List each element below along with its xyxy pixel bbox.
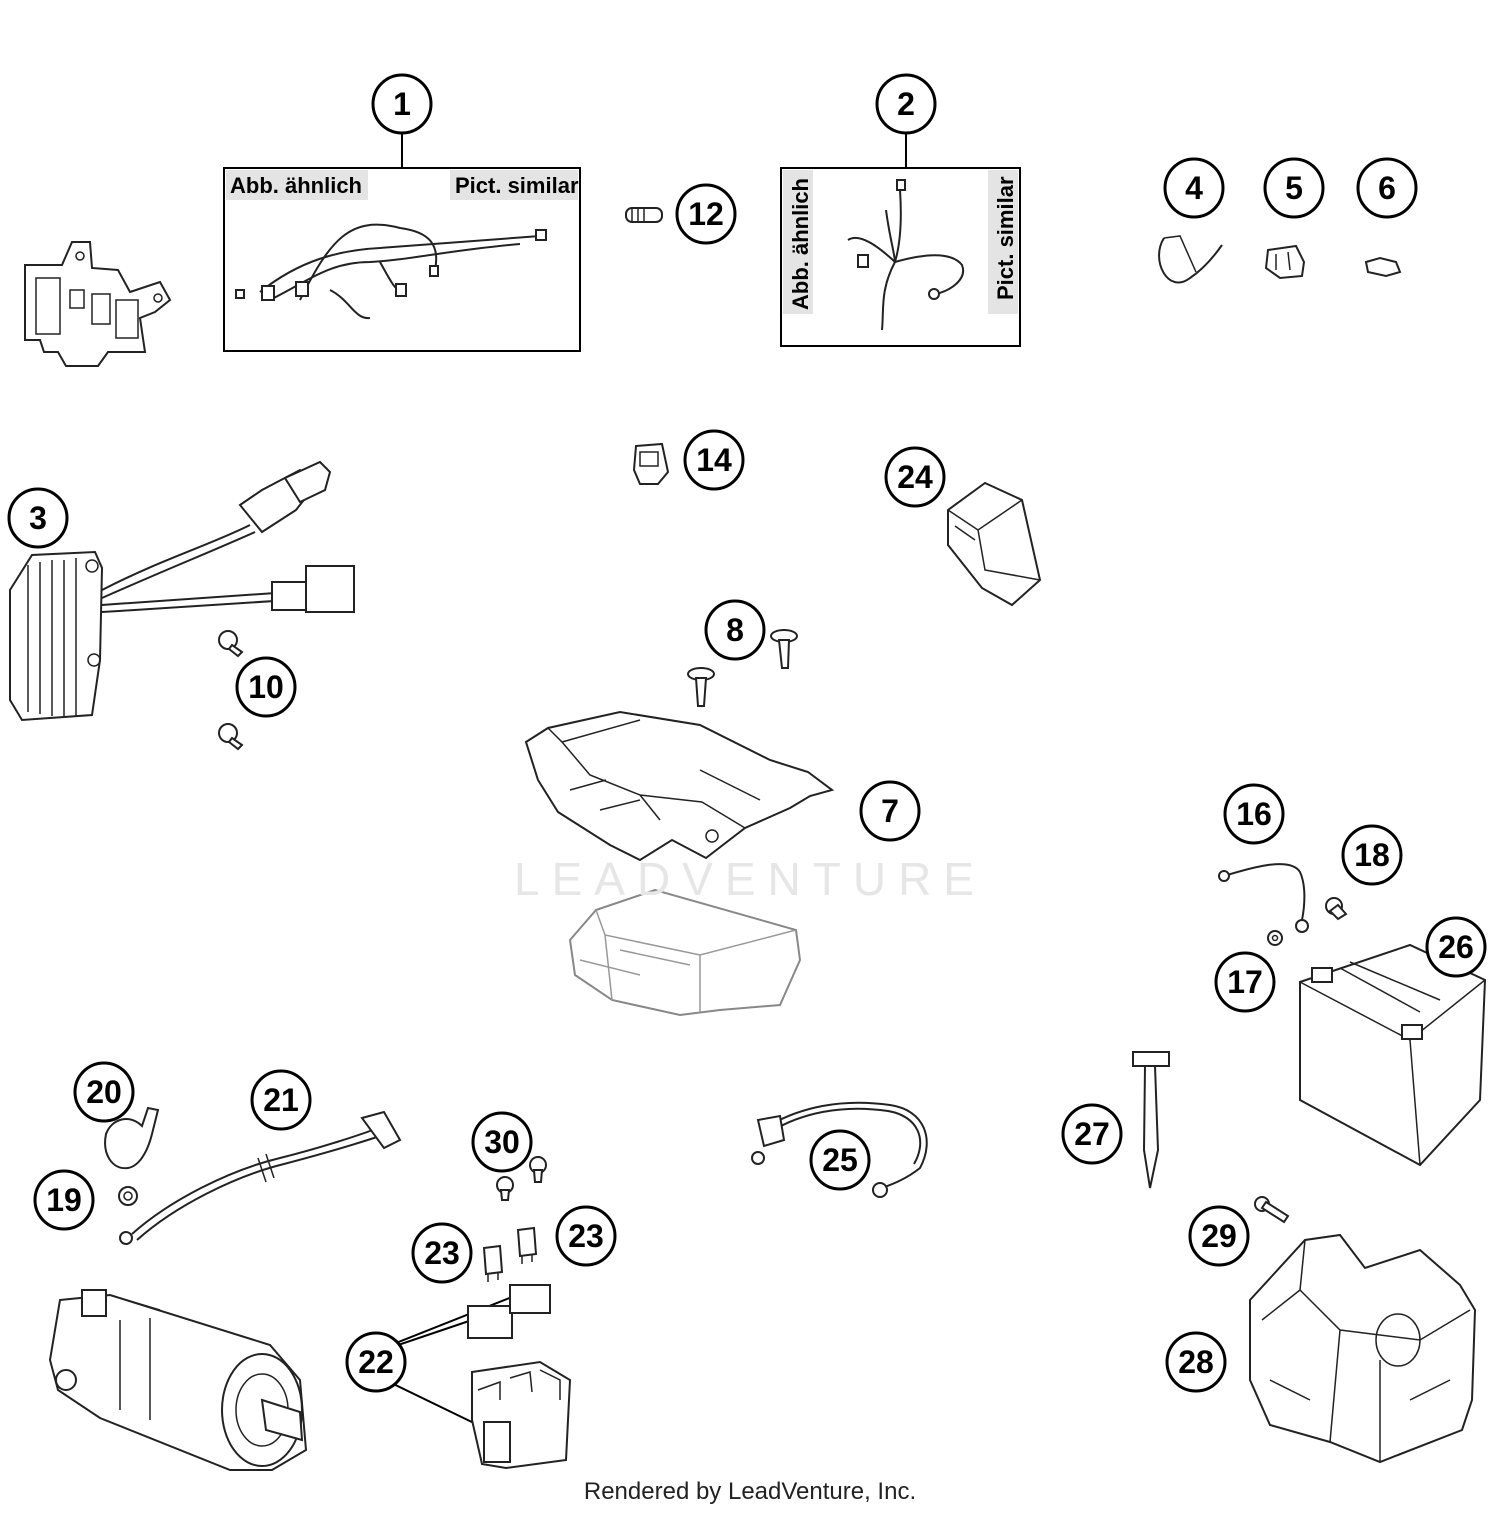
callout-14: 14 <box>683 429 745 491</box>
callout-label: 1 <box>393 86 411 122</box>
callout-label: 27 <box>1074 1116 1110 1152</box>
relay-24[interactable] <box>947 481 1042 607</box>
callout-label: 8 <box>726 612 744 648</box>
harness2-label-de: Abb. ähnlich <box>788 178 813 310</box>
cable-tie-4[interactable] <box>1158 235 1223 284</box>
callout-label: 14 <box>696 442 732 478</box>
callout-label: 5 <box>1285 170 1303 206</box>
callout-label: 3 <box>29 500 47 536</box>
washer-17[interactable] <box>1267 930 1283 946</box>
callout-5: 5 <box>1263 157 1325 219</box>
callout-26: 26 <box>1425 916 1487 978</box>
callout-3: 3 <box>7 487 69 549</box>
clip-6[interactable] <box>1364 256 1402 278</box>
callout-label: 20 <box>86 1074 122 1110</box>
callout-16: 16 <box>1223 783 1285 845</box>
callout-label: 17 <box>1227 964 1263 1000</box>
screw-18[interactable] <box>1325 897 1348 921</box>
fuse-23-right[interactable] <box>516 1226 538 1264</box>
wiring-harness-secondary[interactable]: Abb. ähnlich Pict. similar <box>780 167 1021 347</box>
callout-label: 2 <box>897 86 915 122</box>
callout-12: 12 <box>675 183 737 245</box>
callout-label: 18 <box>1354 837 1390 873</box>
callout-23-right: 23 <box>555 1205 617 1267</box>
screw-29[interactable] <box>1254 1196 1290 1224</box>
screw-10[interactable] <box>218 630 244 751</box>
callout-25: 25 <box>809 1129 871 1191</box>
callout-22: 22 <box>345 1331 407 1393</box>
callout-20: 20 <box>73 1061 135 1123</box>
rubber-cap-20[interactable] <box>104 1106 160 1170</box>
harness1-label-de: Abb. ähnlich <box>230 173 362 198</box>
battery-cable-25[interactable] <box>751 1101 928 1198</box>
callout-label: 12 <box>688 196 724 232</box>
nut-19[interactable] <box>118 1186 138 1206</box>
ecu-bracket-7[interactable] <box>524 710 835 862</box>
callout-24: 24 <box>884 446 946 508</box>
callout-27: 27 <box>1061 1103 1123 1165</box>
callout-label: 4 <box>1185 170 1203 206</box>
callout-label: 21 <box>263 1082 299 1118</box>
starter-motor[interactable] <box>48 1289 308 1471</box>
screw-30[interactable] <box>496 1156 547 1201</box>
callout-29: 29 <box>1188 1205 1250 1267</box>
callout-1: 1 <box>371 73 433 135</box>
callout-8: 8 <box>704 599 766 661</box>
harness1-label-en: Pict. similar <box>455 173 579 198</box>
callout-label: 22 <box>358 1344 394 1380</box>
battery-26[interactable] <box>1299 943 1487 1167</box>
callout-label: 29 <box>1201 1218 1237 1254</box>
callout-21: 21 <box>250 1069 312 1131</box>
callout-label: 23 <box>424 1235 460 1271</box>
fuse-box-22[interactable] <box>467 1284 572 1470</box>
callout-10: 10 <box>235 656 297 718</box>
callout-4: 4 <box>1163 157 1225 219</box>
callout-6: 6 <box>1356 157 1418 219</box>
callout-label: 19 <box>46 1182 82 1218</box>
mounting-bracket[interactable] <box>24 241 172 367</box>
watermark: LEADVENTURE <box>514 853 986 905</box>
callout-17: 17 <box>1214 951 1276 1013</box>
wiring-harness-main[interactable]: Abb. ähnlich Pict. similar <box>223 167 581 352</box>
callout-label: 30 <box>484 1124 520 1160</box>
clip-5[interactable] <box>1264 244 1306 280</box>
callout-2: 2 <box>875 73 937 135</box>
footer-credit: Rendered by LeadVenture, Inc. <box>583 1478 917 1505</box>
callout-label: 16 <box>1236 796 1272 832</box>
voltage-regulator[interactable] <box>9 460 355 722</box>
battery-holder-28[interactable] <box>1249 1233 1477 1464</box>
bulb-12[interactable] <box>625 207 663 223</box>
callout-30: 30 <box>471 1111 533 1173</box>
callout-18: 18 <box>1341 824 1403 886</box>
callout-19: 19 <box>33 1169 95 1231</box>
callout-label: 26 <box>1438 929 1474 965</box>
callout-label: 6 <box>1378 170 1396 206</box>
fuse-23-left[interactable] <box>482 1244 504 1282</box>
callout-28: 28 <box>1165 1331 1227 1393</box>
callout-23-left: 23 <box>411 1222 473 1284</box>
starter-cable-21[interactable] <box>119 1110 402 1245</box>
harness2-label-en: Pict. similar <box>993 176 1018 300</box>
callout-label: 25 <box>822 1142 858 1178</box>
callout-7: 7 <box>859 780 921 842</box>
ground-cable-16[interactable] <box>1218 863 1309 933</box>
callout-label: 24 <box>897 459 933 495</box>
callout-label: 28 <box>1178 1344 1214 1380</box>
strap-27[interactable] <box>1132 1051 1170 1189</box>
callout-label: 7 <box>881 793 899 829</box>
callout-label: 23 <box>568 1218 604 1254</box>
connector-14[interactable] <box>632 442 670 485</box>
ecu-ghost <box>568 888 802 1017</box>
screw-8[interactable] <box>687 629 798 707</box>
callout-label: 10 <box>248 669 284 705</box>
